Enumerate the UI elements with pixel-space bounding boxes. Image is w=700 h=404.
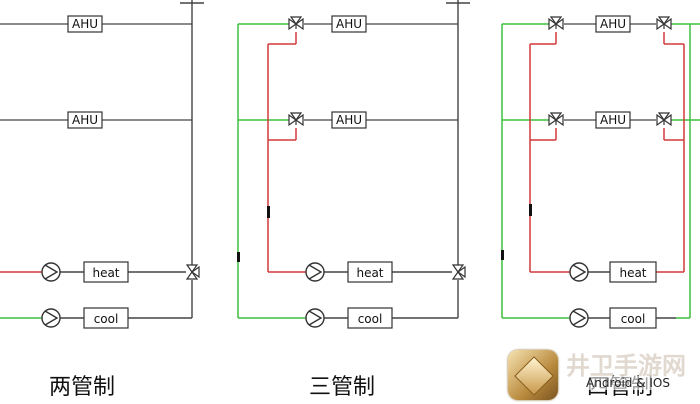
cool-exchanger: cool [609, 307, 657, 329]
panel-two-pipe [0, 0, 204, 319]
svg-text:AHU: AHU [600, 113, 626, 127]
three-way-valve-icon [548, 16, 564, 30]
watermark-platform: Android & IOS [586, 376, 670, 390]
cool-exchanger: cool [83, 307, 129, 329]
pump-icon [305, 262, 325, 282]
watermark-logo-icon [508, 350, 558, 400]
caption-three-pipe: 三管制 [309, 375, 375, 400]
panel-three-pipe [237, 0, 470, 319]
pump-icon [569, 308, 589, 328]
svg-text:AHU: AHU [72, 17, 98, 31]
cool-exchanger: cool [347, 307, 393, 329]
svg-text:heat: heat [92, 266, 119, 280]
three-way-valve-icon [656, 112, 672, 126]
svg-text:cool: cool [621, 312, 646, 326]
ahu-unit: AHU [67, 15, 103, 33]
ahu-unit: AHU [595, 15, 631, 33]
watermark: 井卫手游网 Android & IOS [500, 344, 700, 404]
ahu-unit: AHU [331, 15, 367, 33]
three-way-valve-icon [288, 112, 304, 126]
svg-text:AHU: AHU [600, 17, 626, 31]
heat-exchanger: heat [347, 261, 393, 283]
pump-icon [41, 262, 61, 282]
svg-text:cool: cool [358, 312, 383, 326]
ahu-unit: AHU [595, 111, 631, 129]
three-way-valve-icon [656, 16, 672, 30]
pump-icon [41, 308, 61, 328]
heat-exchanger: heat [609, 261, 657, 283]
ahu-unit: AHU [67, 111, 103, 129]
three-way-valve-icon [186, 264, 200, 280]
svg-text:AHU: AHU [336, 17, 362, 31]
svg-text:heat: heat [356, 266, 383, 280]
three-way-valve-icon [452, 264, 466, 280]
heat-exchanger: heat [83, 261, 129, 283]
watermark-site-name: 井卫手游网 [566, 352, 686, 380]
svg-text:AHU: AHU [336, 113, 362, 127]
pump-icon [569, 262, 589, 282]
ahu-unit: AHU [331, 111, 367, 129]
svg-text:AHU: AHU [72, 113, 98, 127]
three-way-valve-icon [288, 16, 304, 30]
caption-two-pipe: 两管制 [49, 375, 115, 400]
svg-text:heat: heat [619, 266, 646, 280]
svg-text:cool: cool [94, 312, 119, 326]
pump-icon [305, 308, 325, 328]
panel-four-pipe [501, 23, 700, 319]
three-way-valve-icon [548, 112, 564, 126]
